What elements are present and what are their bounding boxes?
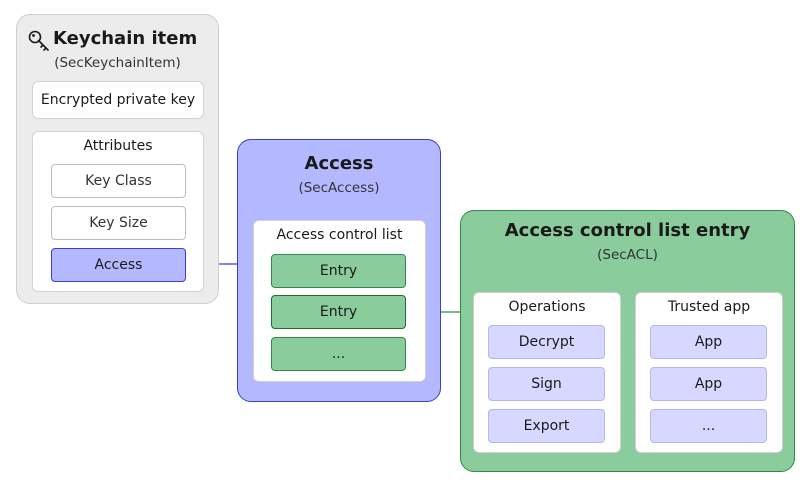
- access-title: Access: [304, 153, 374, 174]
- trusted-app-box: Trusted app App App ...: [635, 292, 783, 453]
- acl-entry-more-label: ...: [331, 346, 346, 362]
- trusted-app-1: App: [650, 325, 767, 359]
- acl-entry-2-label: Entry: [319, 304, 358, 320]
- access-control-list-title: Access control list: [276, 227, 403, 243]
- attribute-key-size: Key Size: [51, 206, 186, 240]
- trusted-app-title: Trusted app: [667, 299, 751, 315]
- acl-entry-1-label: Entry: [319, 263, 358, 279]
- attribute-access-label: Access: [94, 257, 143, 273]
- access-control-list-box: Access control list Entry Entry ...: [253, 220, 426, 382]
- access-panel: Access (SecAccess) Access control list E…: [237, 139, 441, 402]
- attribute-key-size-label: Key Size: [89, 215, 148, 231]
- operation-sign: Sign: [488, 367, 605, 401]
- operation-decrypt-label: Decrypt: [518, 334, 575, 350]
- access-subtitle: (SecAccess): [298, 180, 380, 196]
- attributes-box: Attributes Key Class Key Size Access: [32, 131, 204, 292]
- operations-title: Operations: [508, 299, 586, 315]
- acl-entry-2: Entry: [271, 295, 406, 329]
- attribute-key-class-label: Key Class: [85, 173, 152, 189]
- trusted-app-2-label: App: [694, 376, 723, 392]
- operation-decrypt: Decrypt: [488, 325, 605, 359]
- operations-box: Operations Decrypt Sign Export: [473, 292, 621, 453]
- attributes-title: Attributes: [83, 138, 153, 154]
- operation-sign-label: Sign: [531, 376, 562, 392]
- trusted-app-2: App: [650, 367, 767, 401]
- acl-entry-panel: Access control list entry (SecACL) Opera…: [460, 210, 795, 472]
- trusted-app-1-label: App: [694, 334, 723, 350]
- keychain-title: Keychain item: [53, 28, 198, 49]
- acl-entry-title: Access control list entry: [504, 220, 751, 241]
- operation-export: Export: [488, 409, 605, 443]
- key-icon: [27, 29, 51, 59]
- trusted-app-more: ...: [650, 409, 767, 443]
- keychain-subtitle: (SecKeychainItem): [54, 55, 181, 71]
- keychain-item-panel: Keychain item (SecKeychainItem) Encrypte…: [16, 14, 219, 304]
- acl-entry-more: ...: [271, 337, 406, 371]
- trusted-app-more-label: ...: [701, 418, 716, 434]
- encrypted-private-key-box: Encrypted private key: [32, 81, 204, 119]
- encrypted-private-key-label: Encrypted private key: [40, 92, 196, 108]
- attribute-key-class: Key Class: [51, 164, 186, 198]
- attribute-access: Access: [51, 248, 186, 282]
- operation-export-label: Export: [523, 418, 570, 434]
- acl-entry-1: Entry: [271, 254, 406, 288]
- acl-entry-subtitle: (SecACL): [597, 247, 658, 263]
